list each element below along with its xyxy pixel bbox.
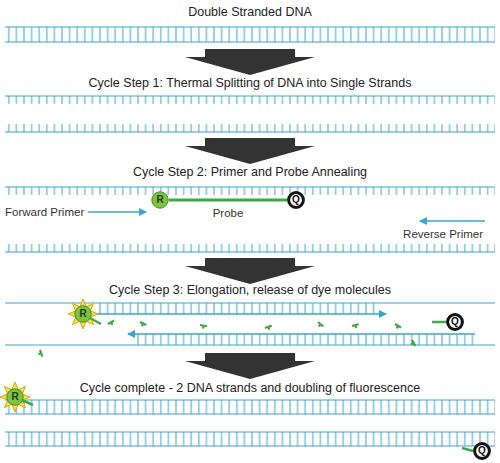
step-arrow (185, 49, 315, 75)
bases (5, 96, 495, 104)
dye-letter: Q (287, 191, 305, 209)
dye-fragment (394, 324, 402, 330)
fluorescence-star (68, 299, 98, 329)
base-pairs (5, 432, 495, 446)
primer-label: Forward Primer (5, 205, 84, 220)
quencher-dye: Q (446, 313, 464, 331)
dye-letter: R (151, 191, 169, 209)
dna-strand (5, 445, 495, 446)
dna-strand (5, 344, 495, 345)
probe-tail (432, 321, 446, 324)
reporter-dye: R (6, 388, 24, 406)
quencher-dye: Q (473, 442, 491, 460)
forward-primer (88, 211, 146, 213)
probe-tail (462, 448, 473, 451)
probe-tail (90, 318, 101, 324)
dye-fragment (316, 322, 323, 329)
dye-fragment (199, 325, 206, 329)
dye-outline (7, 389, 23, 405)
bases (5, 187, 495, 195)
bases (5, 244, 495, 252)
dye-fragment (409, 340, 415, 348)
dye-letter: R (74, 305, 92, 323)
step-arrow (185, 138, 315, 164)
dye-fragment (108, 321, 116, 327)
probe-connector (169, 199, 287, 202)
step-heading: Cycle Step 2: Primer and Probe Annealing (133, 165, 367, 180)
double-strand-dna (5, 400, 495, 446)
dye-letter: R (6, 388, 24, 406)
bases (95, 303, 380, 314)
released-dye-fragments (37, 321, 415, 358)
step-arrow (185, 353, 315, 379)
dna-strand (5, 131, 495, 132)
fluorescence-star (0, 382, 30, 412)
dye-fragment (37, 350, 42, 358)
dye-outline (75, 306, 91, 322)
dye-fragment (139, 322, 147, 328)
probe-tail (22, 400, 33, 405)
bases (5, 124, 495, 132)
primer-label: Reverse Primer (403, 227, 483, 242)
dye-fragment (265, 326, 273, 331)
new-strand (95, 313, 386, 314)
base-pairs (5, 400, 495, 414)
dye-letter: Q (473, 442, 491, 460)
dye-outline (152, 192, 168, 208)
dye-letter: Q (446, 313, 464, 331)
double-strand-dna (5, 27, 495, 42)
reverse-primer (420, 220, 485, 222)
quencher-dye: Q (287, 191, 305, 209)
step-heading: Cycle Step 1: Thermal Splitting of DNA i… (89, 76, 412, 91)
single-strands (5, 96, 495, 132)
reporter-dye: R (151, 191, 169, 209)
base-pairs (5, 27, 495, 42)
step-heading: Cycle complete - 2 DNA strands and doubl… (80, 381, 420, 396)
dna-strand (5, 251, 495, 252)
annealing-strands (5, 187, 495, 252)
dna-strand (5, 413, 495, 414)
reporter-dye: R (74, 305, 92, 323)
dna-strand (5, 41, 495, 42)
dna-heading: Double Stranded DNA (188, 5, 312, 20)
elongation-strands (5, 303, 495, 345)
step-heading: Cycle Step 3: Elongation, release of dye… (109, 283, 391, 298)
bases (135, 334, 475, 345)
dye-fragment (352, 324, 360, 329)
probe-label: Probe (213, 206, 244, 221)
step-arrow (185, 258, 315, 284)
